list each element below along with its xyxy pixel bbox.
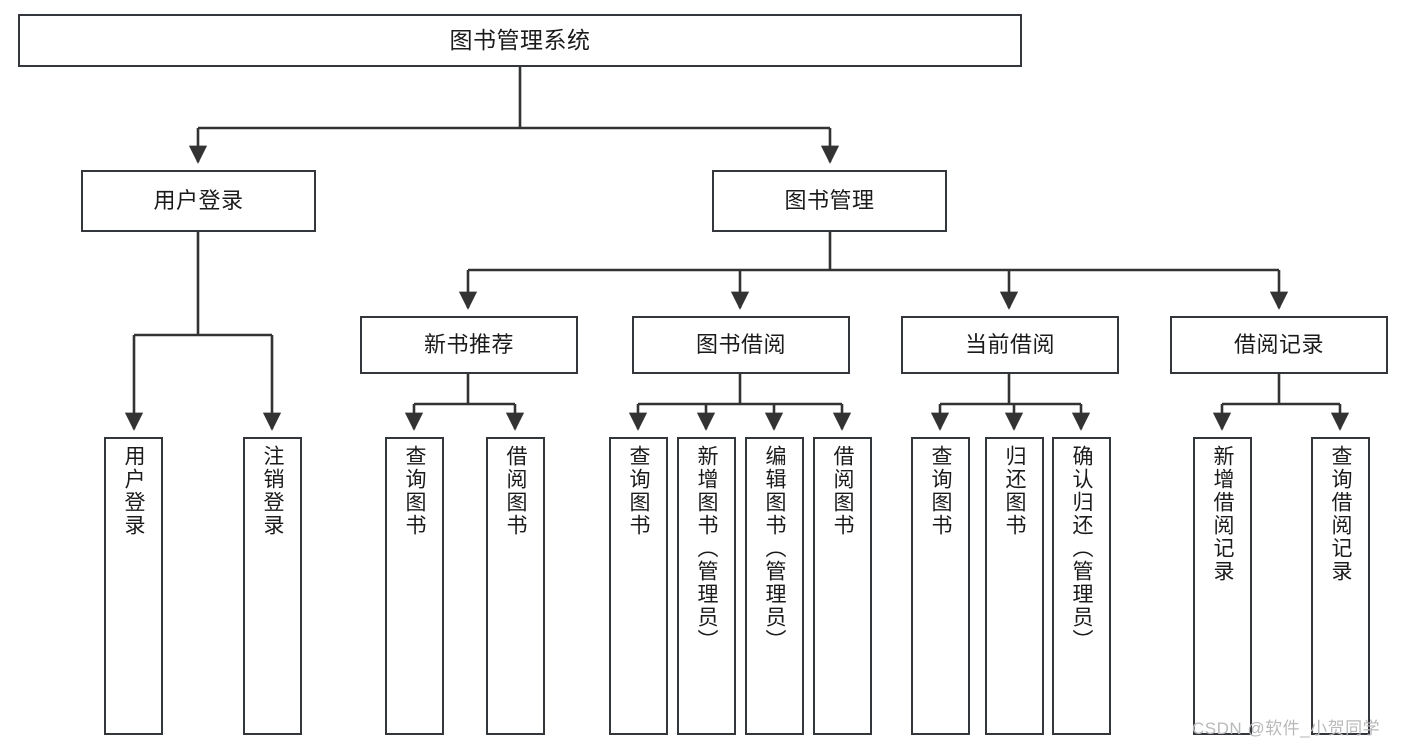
node-leaf-query-book-1[interactable]: 查询图书	[385, 437, 444, 735]
node-leaf-user-login-label: 用户登录	[122, 445, 145, 537]
node-current-borrow[interactable]: 当前借阅	[901, 316, 1119, 374]
node-current-borrow-label: 当前借阅	[964, 331, 1055, 357]
node-leaf-query-book-1-label: 查询图书	[403, 445, 426, 537]
node-user-login-label: 用户登录	[153, 187, 244, 213]
node-leaf-logout-label: 注销登录	[261, 445, 284, 537]
node-leaf-user-login[interactable]: 用户登录	[104, 437, 163, 735]
node-leaf-add-record-label: 新增借阅记录	[1211, 445, 1234, 583]
node-new-book-recommend[interactable]: 新书推荐	[360, 316, 578, 374]
node-leaf-add-record[interactable]: 新增借阅记录	[1193, 437, 1252, 735]
node-leaf-confirm-return[interactable]: 确认归还（管理员）	[1052, 437, 1111, 735]
node-borrow-record[interactable]: 借阅记录	[1170, 316, 1388, 374]
node-leaf-confirm-return-label: 确认归还（管理员）	[1070, 445, 1093, 652]
watermark: CSDN @软件_小贺同学	[1192, 719, 1381, 738]
node-leaf-query-book-3[interactable]: 查询图书	[911, 437, 970, 735]
node-leaf-add-book[interactable]: 新增图书（管理员）	[677, 437, 736, 735]
node-root[interactable]: 图书管理系统	[18, 14, 1022, 67]
node-leaf-return-book[interactable]: 归还图书	[985, 437, 1044, 735]
node-book-manage[interactable]: 图书管理	[712, 170, 947, 232]
node-leaf-query-book-2[interactable]: 查询图书	[609, 437, 668, 735]
node-user-login[interactable]: 用户登录	[81, 170, 316, 232]
node-borrow-record-label: 借阅记录	[1233, 331, 1324, 357]
node-book-borrow-label: 图书借阅	[695, 331, 786, 357]
node-new-book-recommend-label: 新书推荐	[423, 331, 514, 357]
node-root-label: 图书管理系统	[449, 26, 591, 53]
node-leaf-add-book-label: 新增图书（管理员）	[695, 445, 718, 652]
node-book-borrow[interactable]: 图书借阅	[632, 316, 850, 374]
node-leaf-borrow-book-1[interactable]: 借阅图书	[486, 437, 545, 735]
node-leaf-query-record[interactable]: 查询借阅记录	[1311, 437, 1370, 735]
node-book-manage-label: 图书管理	[784, 187, 875, 213]
node-leaf-query-book-3-label: 查询图书	[929, 445, 952, 537]
node-leaf-logout[interactable]: 注销登录	[243, 437, 302, 735]
node-leaf-borrow-book-2[interactable]: 借阅图书	[813, 437, 872, 735]
node-leaf-edit-book[interactable]: 编辑图书（管理员）	[745, 437, 804, 735]
node-leaf-borrow-book-2-label: 借阅图书	[831, 445, 854, 537]
node-leaf-query-book-2-label: 查询图书	[627, 445, 650, 537]
node-leaf-return-book-label: 归还图书	[1003, 445, 1026, 537]
node-leaf-query-record-label: 查询借阅记录	[1329, 445, 1352, 583]
node-leaf-borrow-book-1-label: 借阅图书	[504, 445, 527, 537]
node-leaf-edit-book-label: 编辑图书（管理员）	[763, 445, 786, 652]
